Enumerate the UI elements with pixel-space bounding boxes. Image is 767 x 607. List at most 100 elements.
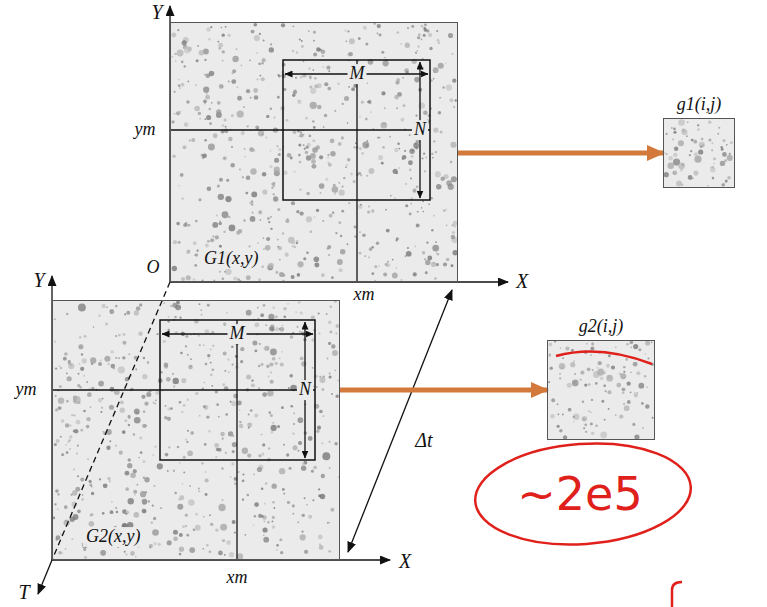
seed-particle [147, 362, 149, 364]
seed-particle [106, 446, 110, 450]
seed-particle [203, 87, 209, 93]
seed-particle [277, 425, 280, 428]
seed-particle [438, 111, 441, 114]
seed-particle [232, 435, 234, 437]
seed-particle [450, 161, 452, 163]
seed-particle [185, 514, 188, 517]
seed-particle [246, 374, 251, 379]
seed-particle [298, 143, 301, 146]
seed-particle [251, 379, 253, 381]
seed-particle [99, 478, 101, 480]
seed-particle [250, 97, 252, 99]
seed-particle [201, 462, 204, 465]
seed-particle [671, 127, 673, 129]
seed-particle [409, 149, 414, 154]
seed-particle [588, 383, 591, 386]
seed-particle [254, 322, 259, 327]
seed-particle [212, 222, 218, 228]
seed-particle [636, 371, 640, 375]
seed-particle [215, 528, 218, 531]
seed-particle [141, 395, 145, 399]
seed-particle [438, 41, 441, 44]
seed-particle [183, 404, 186, 407]
seed-particle [556, 425, 559, 428]
seed-particle [175, 60, 177, 62]
seed-particle [153, 517, 156, 520]
seed-particle [253, 88, 258, 93]
seed-particle [254, 414, 258, 418]
seed-particle [272, 501, 275, 504]
seed-particle [179, 495, 181, 497]
seed-particle [110, 387, 115, 392]
seed-particle [219, 222, 222, 225]
seed-particle [203, 99, 207, 103]
seed-particle [138, 331, 142, 335]
seed-particle [57, 493, 60, 496]
seed-particle [270, 216, 272, 218]
seed-particle [286, 119, 289, 122]
seed-particle [223, 231, 226, 234]
seed-particle [434, 277, 437, 280]
seed-particle [164, 416, 168, 420]
seed-particle [179, 317, 181, 319]
seed-particle [303, 60, 305, 62]
seed-particle [314, 84, 318, 88]
seed-particle [633, 344, 638, 349]
seed-particle [673, 131, 676, 134]
seed-particle [275, 315, 278, 318]
seed-particle [217, 101, 221, 105]
seed-particle [584, 384, 587, 387]
seed-particle [565, 346, 569, 350]
seed-particle [225, 196, 231, 202]
seed-particle [134, 494, 136, 496]
seed-particle [682, 164, 684, 166]
seed-particle [228, 81, 230, 83]
seed-particle [118, 366, 125, 373]
seed-particle [296, 51, 299, 54]
seed-particle [254, 502, 259, 507]
seed-particle [77, 475, 79, 477]
seed-particle [595, 382, 598, 385]
seed-particle [337, 82, 340, 85]
seed-particle [119, 451, 123, 455]
seed-particle [318, 535, 323, 540]
seed-particle [606, 364, 610, 368]
seed-particle [152, 454, 154, 456]
seed-particle [711, 142, 713, 144]
seed-particle [239, 169, 241, 171]
seed-particle [170, 305, 172, 307]
seed-particle [309, 75, 312, 78]
seed-particle [142, 424, 146, 428]
seed-particle [407, 27, 409, 29]
seed-particle [443, 262, 447, 266]
seed-particle [384, 57, 386, 59]
seed-particle [282, 488, 285, 491]
seed-particle [592, 369, 594, 371]
seed-particle [190, 431, 194, 435]
seed-particle [165, 405, 167, 407]
seed-particle [304, 550, 308, 554]
seed-particle [106, 306, 108, 308]
seed-particle [353, 146, 355, 148]
seed-particle [282, 325, 284, 327]
seed-particle [212, 368, 215, 371]
seed-particle [425, 271, 428, 274]
seed-particle [167, 540, 172, 545]
seed-particle [346, 40, 348, 42]
seed-particle [154, 485, 156, 487]
seed-particle [279, 259, 281, 261]
seed-particle [182, 145, 186, 149]
seed-particle [359, 147, 362, 150]
seed-particle [689, 154, 691, 156]
seed-particle [200, 309, 202, 311]
seed-particle [557, 403, 559, 405]
seed-particle [278, 75, 281, 78]
seed-particle [292, 130, 296, 134]
seed-particle [213, 133, 218, 138]
seed-particle [282, 274, 286, 278]
seed-particle [326, 358, 328, 360]
seed-particle [218, 551, 223, 556]
seed-particle [284, 88, 286, 90]
seed-particle [338, 182, 340, 184]
seed-particle [166, 377, 171, 382]
